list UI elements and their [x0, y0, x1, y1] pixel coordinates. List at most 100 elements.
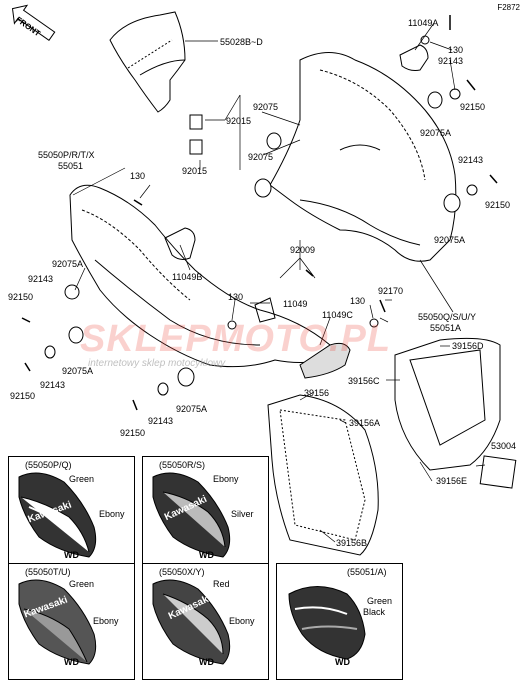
grommet-92075A-1: [427, 91, 443, 109]
part-label: 92150: [8, 292, 34, 302]
part-label: 92009: [290, 245, 316, 255]
front-arrow: [11, 4, 56, 41]
part-53004: [479, 455, 517, 489]
part-label: 39156E: [436, 476, 468, 486]
part-label: 92150: [460, 102, 486, 112]
color-label: Black: [363, 607, 386, 617]
fairing-illustration: [152, 472, 231, 558]
part-label: 11049B: [172, 272, 203, 282]
screw-92150-4: [24, 362, 31, 372]
bracket-11049B: [164, 227, 196, 260]
part-label: 55050P/R/T/X: [38, 150, 95, 160]
color-label: Ebony: [99, 509, 125, 519]
color-panel-55050PQ: (55050P/Q) Green Ebony Kawasaki: [8, 456, 135, 573]
color-label: Ebony: [229, 616, 255, 626]
part-label: 92075A: [52, 259, 84, 269]
part-label: 92143: [438, 56, 464, 66]
part-label: 39156A: [349, 418, 381, 428]
part-label: 130: [228, 292, 244, 302]
screw-130: [133, 199, 143, 206]
upper-cowl-55028: [109, 11, 186, 113]
panel-title: (55051/A): [347, 567, 387, 577]
bracket-11049: [254, 297, 276, 323]
grommet-92075A-2: [443, 193, 461, 213]
wd-label: WD: [64, 657, 79, 667]
wd-label: WD: [199, 657, 214, 667]
fairing-illustration: [18, 579, 97, 665]
screw-92009: [305, 269, 314, 277]
part-label: 53004: [491, 441, 517, 451]
grommet-92143-4: [157, 382, 169, 396]
color-label: Green: [69, 474, 95, 484]
part-label: 55028B~D: [220, 37, 263, 47]
grommet-92075A-4: [68, 326, 84, 344]
bracket-11049A: [399, 44, 429, 71]
part-label: 11049A: [408, 18, 439, 28]
grommet-92143-2: [466, 184, 478, 196]
part-label: 92143: [148, 416, 174, 426]
screw-92150-3: [21, 317, 31, 323]
watermark-brand: SKLEPMOTO.PL: [80, 318, 392, 360]
panel-title: (55050T/U): [25, 567, 71, 577]
part-label: 92075A: [62, 366, 94, 376]
part-label: 92143: [40, 380, 66, 390]
color-label: Red: [213, 579, 230, 589]
panel-title: (55050R/S): [159, 460, 206, 470]
fairing-illustration: [152, 579, 231, 665]
part-label: 92143: [28, 274, 54, 284]
part-label: 92015: [226, 116, 252, 126]
screw-92150-2: [489, 174, 498, 184]
nut-130-2: [227, 320, 237, 330]
wd-label: WD: [199, 550, 214, 560]
part-label: 92150: [10, 391, 36, 401]
part-label: 92075: [253, 102, 279, 112]
color-panel-55050TU: (55050T/U) Green Ebony Kawasaki: [8, 563, 135, 680]
watermark-tagline: internetowy sklep motocyklowy: [88, 358, 226, 369]
grommet-92143-3: [44, 345, 56, 359]
color-label: Ebony: [213, 474, 239, 484]
screw-92170: [379, 299, 386, 313]
part-label: 92015: [182, 166, 208, 176]
part-label: 130: [448, 45, 464, 55]
fairing-illustration: [288, 586, 366, 660]
color-panel-55050XY: (55050X/Y) Red Ebony Kawasaki: [142, 563, 269, 680]
part-label: 92170: [378, 286, 404, 296]
panel-title: (55050P/Q): [25, 460, 72, 470]
color-label: Green: [69, 579, 95, 589]
fairing-right-upper: [269, 52, 457, 262]
part-label: 55050Q/S/U/Y: [418, 312, 477, 322]
grommet-92075A-5: [177, 367, 195, 387]
part-label: 92150: [485, 200, 511, 210]
part-label: 92075A: [176, 404, 208, 414]
part-label: 39156: [304, 388, 330, 398]
inner-cover-39156: [267, 394, 379, 556]
color-label: Ebony: [93, 616, 119, 626]
grommet-92075-1: [266, 132, 282, 150]
grommet-92015-lower: [189, 139, 203, 155]
diagram-code: F2872: [497, 3, 520, 12]
color-panel-55050RS: (55050R/S) Ebony Silver Kawasaki: [142, 456, 269, 573]
color-label: Silver: [231, 509, 254, 519]
grommet-92075A-3: [64, 284, 80, 300]
part-label: 55051: [58, 161, 84, 171]
part-label: 130: [350, 296, 366, 306]
bracket-11049C: [299, 342, 351, 379]
screw-92150-5: [132, 399, 138, 411]
part-label: 11049C: [322, 310, 353, 320]
part-label: 39156D: [452, 341, 484, 351]
part-label: 11049: [283, 299, 308, 309]
part-label: 130: [130, 171, 146, 181]
grommet-92075-2: [254, 178, 272, 198]
fairing-illustration: [18, 472, 97, 558]
part-label: 92075A: [420, 128, 452, 138]
wd-label: WD: [335, 657, 350, 667]
panel-title: (55050X/Y): [159, 567, 205, 577]
nut-130-3: [369, 318, 379, 328]
color-label: Green: [367, 596, 393, 606]
wd-label: WD: [64, 550, 79, 560]
screw-92150-1: [466, 79, 476, 91]
part-label: 92150: [120, 428, 146, 438]
grommet-92015-upper: [189, 114, 203, 130]
part-label: 39156B: [336, 538, 368, 548]
